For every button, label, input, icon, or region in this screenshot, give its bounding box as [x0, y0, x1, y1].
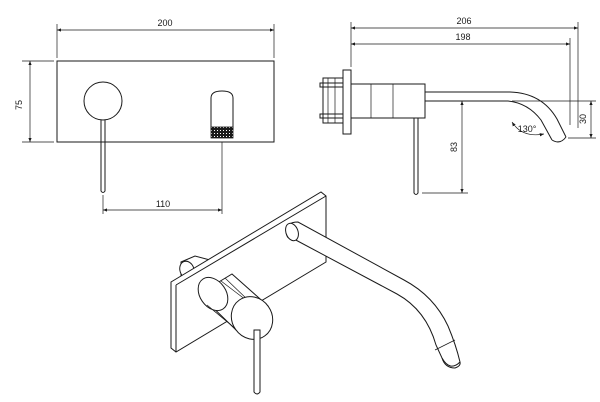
side-spout-tip: [551, 136, 567, 143]
side-spout-top: [425, 91, 567, 138]
front-handle-lever: [100, 120, 106, 193]
side-body: [350, 83, 426, 119]
iso-spout: [285, 221, 461, 367]
iso-handle-cap: [230, 296, 274, 340]
side-wall-plate: [342, 69, 352, 135]
dim-front-width: 200: [157, 18, 172, 28]
dim-side-handle-height: 83: [449, 142, 459, 152]
front-plate: [56, 60, 275, 143]
side-handle-lever: [413, 118, 419, 195]
front-spout: [210, 90, 234, 130]
dim-handle-spacing: 110: [156, 199, 170, 209]
angle-arc: [511, 121, 545, 137]
front-spout-aerator: [210, 126, 234, 139]
dim-spout-angle: 130°: [518, 124, 537, 134]
dim-front-height: 75: [14, 100, 24, 110]
iso-handle-lever: [253, 329, 261, 395]
side-view: 206 198 83 30 130°: [319, 16, 596, 195]
dim-side-spout: 198: [455, 32, 470, 42]
front-view: 200 75 110: [14, 18, 275, 214]
isometric-view: [170, 191, 461, 395]
dim-side-total: 206: [456, 16, 471, 26]
dim-side-drop: 30: [578, 114, 588, 124]
side-spout-bottom: [425, 100, 553, 141]
side-rear-body: [322, 77, 344, 124]
front-handle-knob: [83, 81, 123, 121]
